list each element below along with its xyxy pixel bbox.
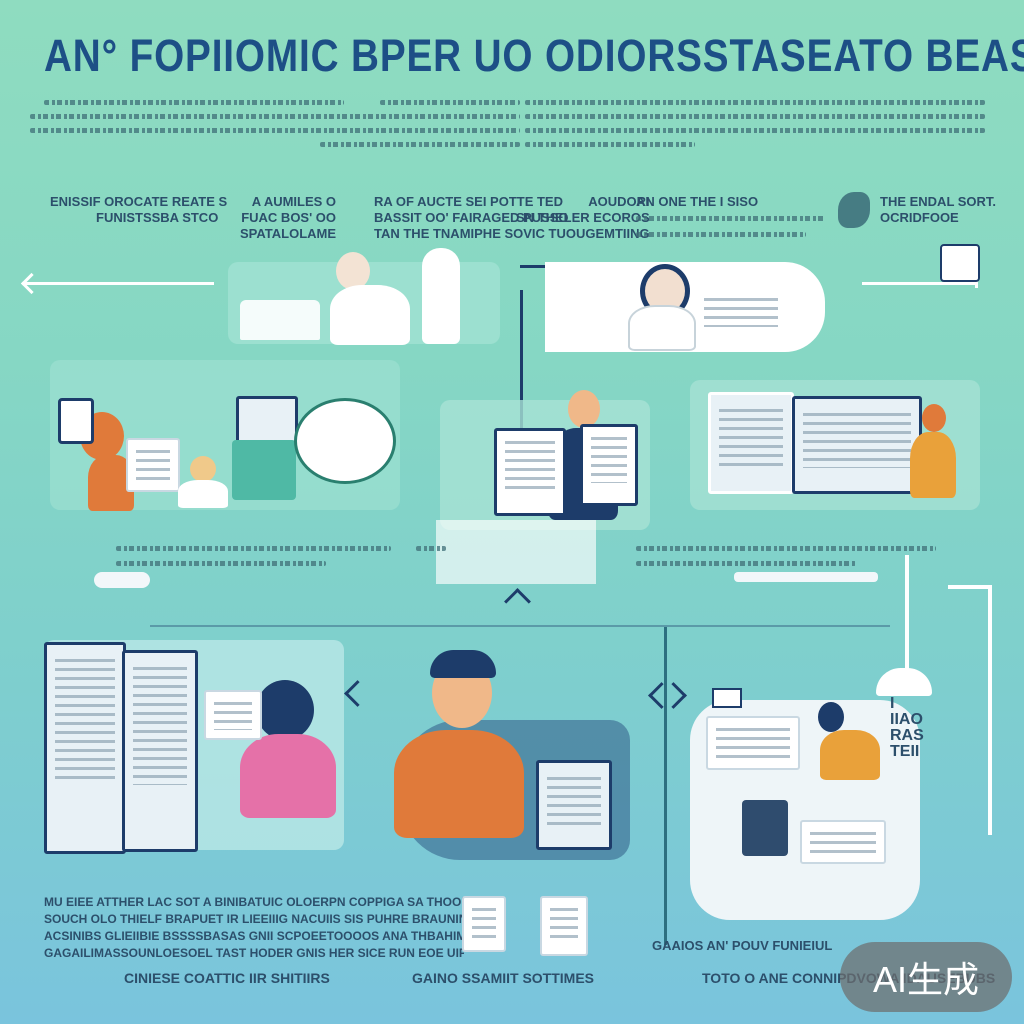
section-label-3: RA OF AUCTE SEI POTTE TED BASSIT OO' FAI… bbox=[374, 194, 569, 241]
ai-generated-badge: AI生成 bbox=[840, 942, 1012, 1012]
flow-line-vertical bbox=[520, 290, 523, 430]
page-title: AN° FOPIIOMIC BPER UO ODIORSSTASEATO BEA… bbox=[44, 30, 1024, 81]
section-label-6: THE ENDAL SORT. OCRIDFOOE bbox=[880, 194, 997, 225]
section-label-2: A AUMILES O FUAC BOS' OO SPATALOLAME bbox=[240, 194, 337, 241]
cloud-icon bbox=[94, 572, 150, 588]
doctor-figure bbox=[336, 252, 370, 290]
arrow-left-icon bbox=[20, 272, 43, 295]
report-document-left bbox=[494, 428, 566, 516]
connector-line-left bbox=[24, 282, 214, 285]
file-cabinet-left bbox=[44, 642, 126, 854]
arrow-left-navy-icon bbox=[344, 680, 371, 707]
lab-tools-icon bbox=[240, 300, 320, 340]
bookmark-icon bbox=[58, 398, 94, 444]
caption-bottom-center: GAINO SSAMIIT SOTTIMES bbox=[412, 970, 595, 986]
section-label-5: AN ONE THE I SISO bbox=[636, 194, 759, 209]
reviewer-woman bbox=[256, 680, 314, 740]
chart-screen-left bbox=[708, 392, 794, 494]
raised-hand-icon bbox=[422, 248, 460, 344]
report-document-right bbox=[580, 424, 638, 506]
record-text bbox=[696, 288, 786, 336]
connector-line-right bbox=[862, 282, 977, 285]
side-text: I IIAO RAS TEII bbox=[890, 695, 924, 760]
caption-bottom-right-upper: GAAIOS AN' POUV FUNIEIUL bbox=[652, 938, 833, 953]
caption-bottom-left: CINIESE COATTIC IIR SHITIIRS bbox=[124, 970, 330, 986]
bed-chart bbox=[706, 716, 800, 770]
tablet-icon bbox=[940, 244, 980, 282]
nurse-figure bbox=[190, 456, 216, 482]
envelope-icon bbox=[712, 688, 742, 708]
lamp-icon bbox=[876, 668, 932, 696]
building-icon bbox=[436, 520, 596, 584]
reviewer-figure bbox=[922, 404, 946, 432]
thumbnail-card-2 bbox=[540, 896, 588, 956]
arrow-up-icon bbox=[504, 588, 531, 615]
monitor-screen bbox=[236, 396, 298, 446]
analyst-hair bbox=[430, 650, 496, 678]
patient-figure-bed bbox=[818, 702, 844, 732]
leaf-icon bbox=[838, 192, 870, 228]
bottom-paragraph: MU EIEE ATTHER LAC SOT A BINIBATUIC OLOE… bbox=[44, 895, 464, 960]
held-document bbox=[204, 690, 262, 740]
scan-image bbox=[294, 398, 396, 484]
thumbnail-card-1 bbox=[462, 896, 506, 952]
doctor-with-report bbox=[568, 390, 600, 428]
bedside-device bbox=[742, 800, 788, 856]
file-cabinet-right bbox=[122, 650, 198, 852]
section-label-1: ENISSIF OROCATE REATE S FUNISTSSBA STCO bbox=[50, 194, 228, 225]
analyst-tablet bbox=[536, 760, 612, 850]
chart-screen-right bbox=[792, 396, 922, 494]
medical-form bbox=[126, 438, 180, 492]
section-label-4: AOUDORI SN THELER ECOROS TUOUGEMTIING bbox=[516, 194, 650, 241]
equipment-cabinet bbox=[232, 440, 296, 500]
